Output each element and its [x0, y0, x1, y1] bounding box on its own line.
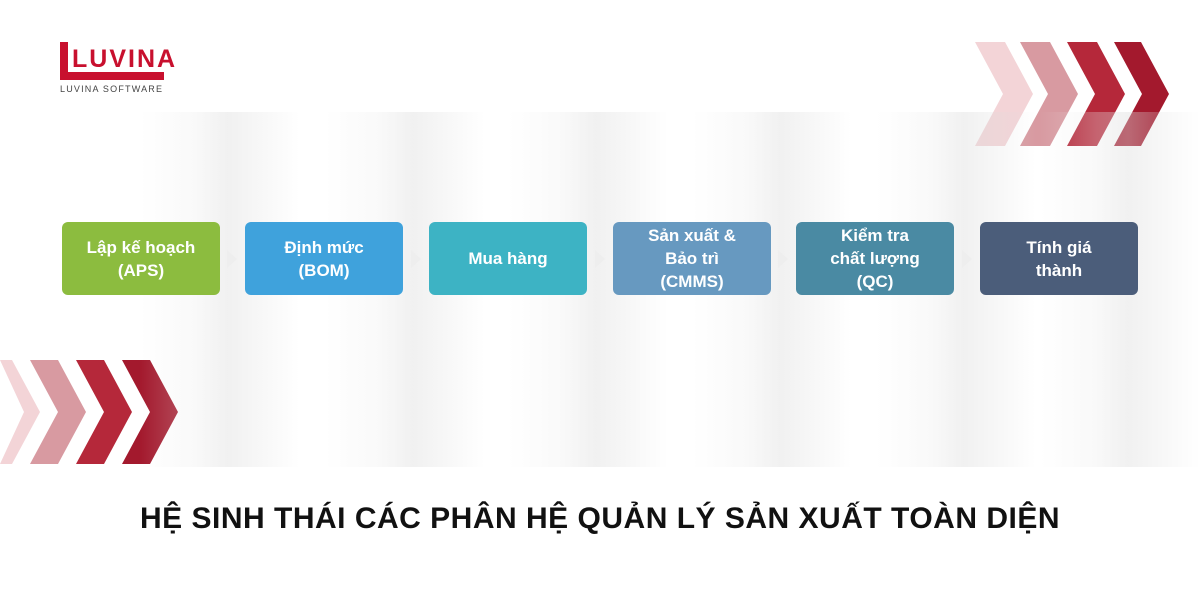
step-label-line: (QC): [856, 272, 894, 291]
flow-arrow-icon: [962, 250, 972, 268]
flow-arrow-icon: [778, 250, 788, 268]
step-costing: Tính giá thành: [980, 222, 1138, 295]
step-label-line: (APS): [117, 260, 165, 280]
step-label-line: thành: [1035, 260, 1083, 280]
step-label-line: (BOM): [298, 260, 350, 280]
chevron-shape: [30, 360, 86, 464]
flow-arrow-icon: [595, 250, 605, 268]
step-aps: Lập kế hoạch (APS): [62, 222, 220, 295]
logo-wordmark: LUVINA: [72, 45, 178, 73]
chevron-shape: [1020, 42, 1078, 146]
flow-arrow-icon: [411, 250, 421, 268]
chevron-shape: [1114, 42, 1169, 146]
flow-arrow-icon: [227, 250, 237, 268]
step-label-line: (CMMS): [660, 272, 724, 291]
step-label-line: Mua hàng: [468, 249, 548, 268]
chevron-shape: [975, 42, 1033, 146]
step-label-line: chất lượng: [830, 249, 920, 268]
chevron-shape: [1067, 42, 1125, 146]
step-label-line: Kiểm tra: [840, 226, 909, 245]
step-label-line: Tính giá: [1026, 237, 1092, 257]
page-title: HỆ SINH THÁI CÁC PHÂN HỆ QUẢN LÝ SẢN XUẤ…: [140, 502, 1060, 535]
chevron-shape: [122, 360, 178, 464]
step-label-line: Bảo trì: [665, 249, 719, 268]
step-bom: Định mức (BOM): [245, 222, 403, 295]
step-label-line: Lập kế hoạch: [86, 237, 196, 257]
step-label-line: Sản xuất &: [648, 226, 736, 245]
chevron-shape: [76, 360, 132, 464]
step-label-line: Định mức: [284, 237, 364, 257]
logo-bracket-underline: [60, 72, 164, 80]
step-cmms: Sản xuất & Bảo trì (CMMS): [613, 222, 771, 295]
chevron-decoration-top: [975, 42, 1169, 146]
chevron-decoration-bottom: [0, 360, 178, 464]
chevron-shape: [0, 360, 40, 464]
step-qc: Kiểm tra chất lượng (QC): [796, 222, 954, 295]
logo-bracket-mark: [60, 42, 68, 80]
step-purchasing: Mua hàng: [429, 222, 587, 295]
luvina-logo: LUVINA LUVINA SOFTWARE: [60, 42, 175, 98]
logo-subtitle: LUVINA SOFTWARE: [60, 84, 164, 94]
